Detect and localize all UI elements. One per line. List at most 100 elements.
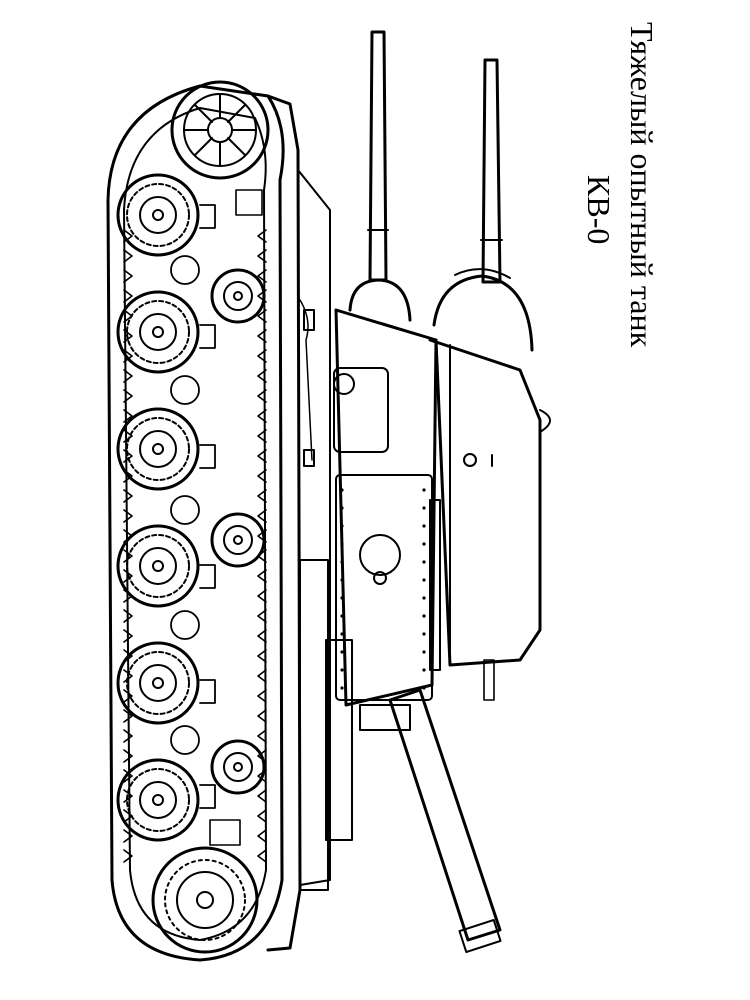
rivet <box>422 524 426 528</box>
track-tooth <box>257 729 267 743</box>
track-tooth <box>123 689 133 703</box>
track-tooth <box>257 789 267 803</box>
track-tooth <box>257 569 267 583</box>
turret <box>428 338 551 667</box>
gun-barrel <box>367 30 389 282</box>
return-roller <box>210 268 266 324</box>
drive-sprocket <box>151 846 259 954</box>
track-tooth <box>257 269 267 283</box>
track <box>106 84 285 962</box>
track-tooth <box>257 449 267 463</box>
hull-details <box>209 189 495 846</box>
road-wheel <box>116 290 200 374</box>
idler-wheel <box>170 80 270 180</box>
rivet <box>340 578 344 582</box>
track-tooth <box>257 369 267 383</box>
track-tooth <box>257 409 267 423</box>
gun-barrel <box>480 58 503 284</box>
track-tooth <box>123 249 133 263</box>
rivet <box>340 668 344 672</box>
track-tooth <box>257 329 267 343</box>
track-tooth <box>123 289 133 303</box>
track-tooth <box>257 349 267 363</box>
track-tooth <box>257 829 267 843</box>
rivet <box>422 632 426 636</box>
track-teeth <box>123 229 267 863</box>
rivet <box>340 542 344 546</box>
track-tooth <box>257 469 267 483</box>
track-tooth <box>257 489 267 503</box>
track-tooth <box>257 849 267 863</box>
tank-model-label: КВ-0 <box>581 175 617 245</box>
rivet <box>422 542 426 546</box>
track-tooth <box>257 509 267 523</box>
track-tooth <box>123 429 133 443</box>
road-wheel <box>116 524 200 608</box>
track-tooth <box>257 609 267 623</box>
rivet <box>422 560 426 564</box>
rivet <box>340 506 344 510</box>
track-tooth <box>123 409 133 423</box>
road-wheels <box>116 173 200 842</box>
track-tooth <box>257 249 267 263</box>
track-tooth <box>257 429 267 443</box>
guns <box>359 30 503 954</box>
track-tooth <box>257 809 267 823</box>
rivet <box>422 596 426 600</box>
return-rollers <box>210 268 266 795</box>
rivet <box>340 524 344 528</box>
track-tooth <box>123 349 133 363</box>
track-tooth <box>257 629 267 643</box>
track-tooth <box>123 489 133 503</box>
track-tooth <box>123 829 133 843</box>
rivet <box>340 560 344 564</box>
superstructure <box>333 308 441 707</box>
road-wheel <box>116 758 200 842</box>
track-tooth <box>123 769 133 783</box>
rivet <box>422 488 426 492</box>
track-tooth <box>123 629 133 643</box>
suspension-arms <box>170 204 216 809</box>
return-roller <box>210 512 266 568</box>
track-tooth <box>257 649 267 663</box>
rivet <box>422 578 426 582</box>
road-wheel <box>116 407 200 491</box>
track-tooth <box>123 549 133 563</box>
hull <box>266 94 353 952</box>
rivet <box>422 668 426 672</box>
rivet <box>340 488 344 492</box>
rivet <box>340 686 344 690</box>
track-tooth <box>257 689 267 703</box>
track-tooth <box>257 229 267 243</box>
track-tooth <box>257 589 267 603</box>
track-tooth <box>123 709 133 723</box>
track-tooth <box>123 369 133 383</box>
rivet <box>340 596 344 600</box>
track-tooth <box>123 609 133 623</box>
rivet <box>340 650 344 654</box>
track-tooth <box>123 749 133 763</box>
gun-barrel <box>359 688 502 954</box>
track-tooth <box>123 509 133 523</box>
road-wheel <box>116 641 200 725</box>
track-tooth <box>257 709 267 723</box>
track-tooth <box>123 849 133 863</box>
return-roller <box>210 739 266 795</box>
rivet <box>422 506 426 510</box>
rivets <box>340 488 426 690</box>
rivet <box>422 650 426 654</box>
track-tooth <box>123 729 133 743</box>
rivet <box>340 632 344 636</box>
drawing-title: Тяжелый опытный танк <box>624 22 660 348</box>
track-tooth <box>257 669 267 683</box>
track-tooth <box>123 389 133 403</box>
track-tooth <box>257 389 267 403</box>
rivet <box>422 686 426 690</box>
track-tooth <box>257 309 267 323</box>
rivet <box>422 614 426 618</box>
track-tooth <box>123 269 133 283</box>
rivet <box>340 614 344 618</box>
road-wheel <box>116 173 200 257</box>
